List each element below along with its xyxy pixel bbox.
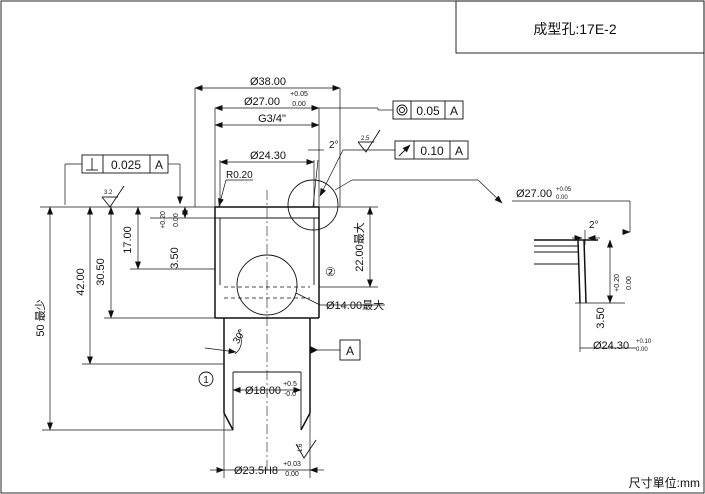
svg-text:0.025: 0.025 — [111, 158, 141, 172]
dim-d27-tol-lo: 0.00 — [292, 101, 306, 108]
svg-text:1.6: 1.6 — [298, 443, 304, 452]
svg-text:0.00: 0.00 — [173, 213, 180, 227]
svg-text:2.5: 2.5 — [361, 136, 370, 142]
label-circle-2: ② — [325, 265, 336, 279]
datum-a: A — [310, 339, 361, 361]
dim-d235: Ø23.5H8 — [234, 465, 278, 477]
svg-text:A: A — [346, 344, 354, 358]
dim-v3050: 30.50 — [95, 258, 107, 286]
detail-d24: Ø24.30 — [593, 340, 629, 352]
svg-text:-0.0: -0.0 — [284, 391, 296, 398]
label-circle-1 — [198, 371, 214, 387]
svg-text:1: 1 — [203, 375, 209, 386]
roughness-symbol-2-5: 2.5 — [357, 129, 381, 153]
svg-text:0.00: 0.00 — [285, 471, 299, 478]
dim-v22: 22.00最大 — [352, 222, 366, 272]
svg-text:+0.03: +0.03 — [283, 461, 301, 468]
svg-text:+0.5: +0.5 — [283, 381, 297, 388]
dim-thread: G3/4" — [258, 113, 286, 125]
part-outline — [214, 190, 320, 470]
svg-text:A: A — [455, 144, 463, 158]
detail-circle-upper — [287, 179, 339, 231]
dim-v17: 17.00 — [122, 226, 134, 254]
detail-d27: Ø27.00 — [516, 188, 552, 200]
dim-angle-30: 30° — [231, 327, 248, 346]
detail-view: Ø27.00 +0.05 0.00 2° 3.50 +0.20 0.00 Ø24… — [512, 187, 652, 353]
dim-d14: Ø14.00最大 — [326, 298, 384, 312]
roughness-symbol-1-6: 1.6 — [295, 439, 317, 459]
tolerance-frame-concentric: 0.05 A — [378, 100, 464, 120]
detail-circle-lower — [236, 254, 298, 316]
svg-text:+0.05: +0.05 — [556, 187, 572, 193]
svg-text:0.00: 0.00 — [626, 276, 633, 290]
svg-text:0.00: 0.00 — [556, 195, 568, 201]
roughness-symbol-3-2: 3.2 — [101, 185, 125, 208]
svg-text:+0.20: +0.20 — [160, 211, 167, 229]
detail-v350: 3.50 — [595, 307, 607, 328]
dim-d18: Ø18.00 — [245, 385, 281, 397]
dim-d24: Ø24.30 — [250, 150, 286, 162]
tolerance-frame-runout: 0.10 A — [319, 140, 469, 197]
svg-text:A: A — [450, 104, 458, 118]
drawing-title: 成型孔:17E-2 — [533, 21, 616, 37]
svg-text:+0.20: +0.20 — [614, 274, 621, 292]
dim-v42: 42.00 — [75, 268, 87, 296]
svg-text:0.05: 0.05 — [416, 104, 440, 118]
runout-icon — [398, 144, 411, 157]
title-block — [455, 0, 705, 54]
dim-v50: 50 最少 — [34, 299, 47, 336]
svg-text:3.2: 3.2 — [104, 190, 113, 196]
dim-r020: R0.20 — [226, 170, 253, 181]
perpendicular-icon — [86, 158, 98, 171]
detail-angle-2: 2° — [589, 220, 599, 231]
concentric-icon — [396, 104, 408, 116]
svg-text:+0.10: +0.10 — [636, 339, 652, 345]
svg-text:0.10: 0.10 — [420, 144, 444, 158]
dim-d38: Ø38.00 — [250, 76, 286, 88]
svg-text:A: A — [155, 158, 163, 172]
dim-d27: Ø27.00 — [244, 96, 280, 108]
tolerance-frame-perpendicular: 0.025 A — [64, 154, 183, 205]
unit-note: 尺寸單位:mm — [629, 475, 700, 490]
dim-angle-2: 2° — [329, 140, 339, 151]
dim-v350: 3.50 — [169, 247, 181, 268]
svg-text:0.00: 0.00 — [636, 347, 648, 353]
dim-d27-tol-up: +0.05 — [290, 91, 308, 98]
